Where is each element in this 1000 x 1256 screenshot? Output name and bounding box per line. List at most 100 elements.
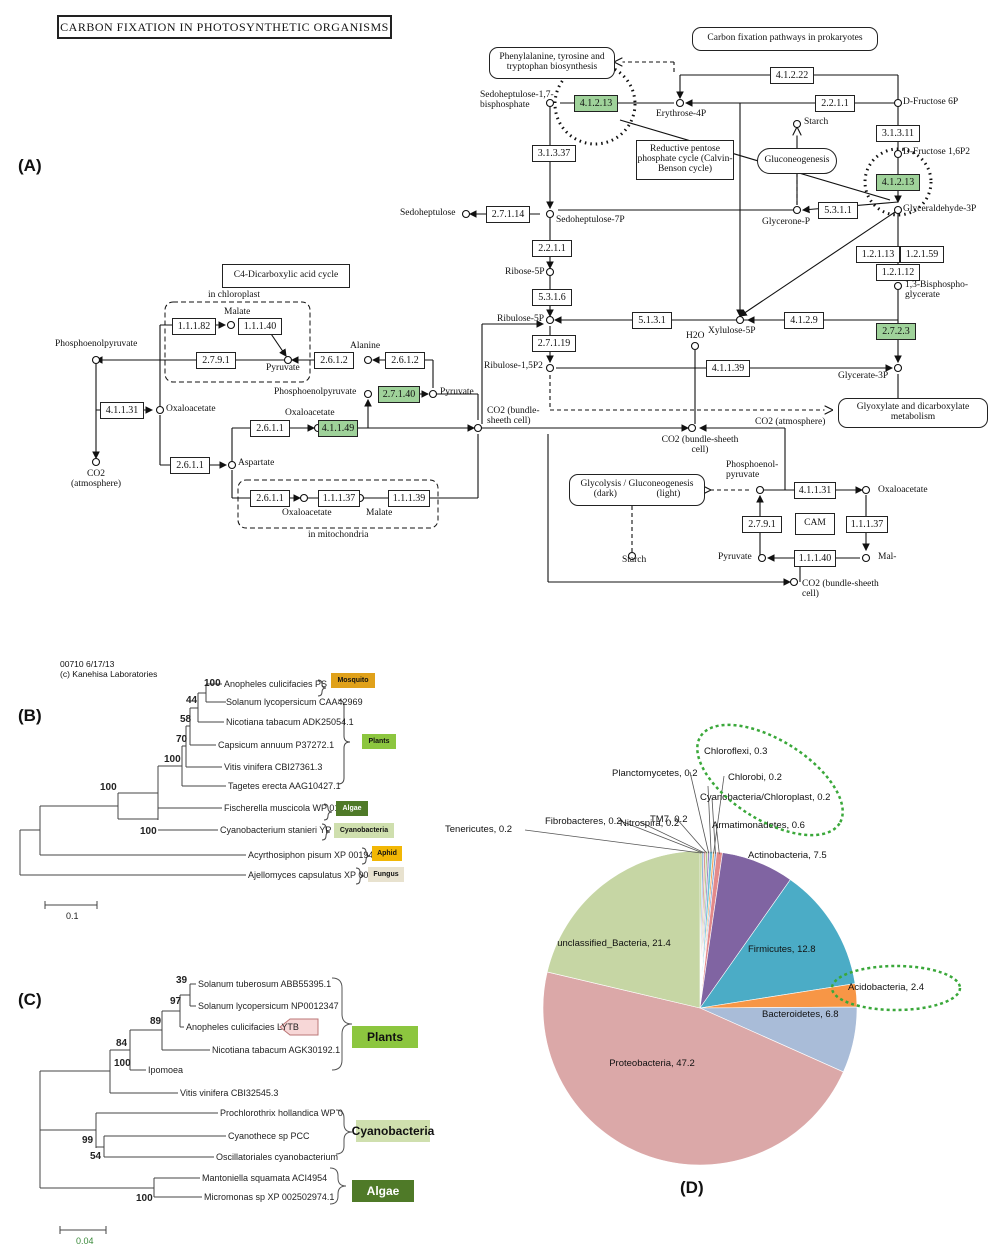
pie-label-tenericutes: Tenericutes, 0.2 [445,824,512,835]
enzyme-box: 2.7.9.1 [742,516,782,533]
taxon-label: Tagetes erecta AAG10427.1 [228,781,341,791]
taxon-label: Ipomoea [148,1065,183,1075]
taxon-label: Mantoniella squamata ACI4954 [202,1173,327,1183]
bootstrap-value: 84 [116,1038,128,1049]
leader-line [713,775,725,854]
enzyme-box: 5.3.1.1 [818,202,858,219]
taxon-label: Solanum lycopersicum CAA42969 [226,697,363,707]
compound-label: Aspartate [238,458,275,468]
pie-label-proteobacteria: Proteobacteria, 47.2 [609,1058,695,1069]
panel-label-a: (A) [18,156,42,175]
enzyme-box: 1.1.1.40 [794,550,836,567]
calvin-cycle-label: Reductive pentose phosphate cycle (Calvi… [636,140,734,180]
enzyme-box: 1.1.1.82 [172,318,216,335]
taxon-label: Capsicum annuum P37272.1 [218,740,334,750]
taxon-label: Fischerella muscicola WP 01686 [224,803,354,813]
enzyme-box: 4.1.2.9 [784,312,824,329]
leader-line [675,817,708,854]
pie-label-nitrospira: Nitrospira, 0.2 [620,818,679,829]
pie-label-cyanobacteria-chloroplast: Cyanobacteria/Chloroplast, 0.2 [700,792,830,803]
pie-slice-planctomycetes [699,850,711,1009]
compound-label: Pyruvate [440,387,474,397]
group-tag-fungus: Fungus [368,867,404,882]
compound-label: CO2 (atmosphere) [755,417,826,427]
enzyme-box: 1.2.1.59 [900,246,944,263]
pie-label-fibrobacteres: Fibrobacteres, 0.2 [545,816,622,827]
panel-label-d: (D) [680,1178,704,1197]
enzyme-box: 3.1.3.11 [876,125,920,142]
credit-line2: (c) Kanehisa Laboratories [60,668,158,679]
compound-label: H2O [686,331,705,341]
compound-label: Oxaloacetate [282,508,332,518]
compound-label: Glycerone-P [762,217,811,227]
compound-label: Phosphoenolpyruvate [55,339,138,349]
bootstrap-value: 100 [114,1058,131,1069]
compound-label: 1,3-Bisphospho-glycerate [905,280,969,300]
group-tag-algae: Algae [352,1180,414,1202]
compound-label: D-Fructose 1,6P2 [903,147,971,157]
leader-line [689,771,710,854]
pie-slice-cyanobacteria-chloroplast [699,851,718,1009]
pie-slice-actinobacteria [699,852,791,1009]
enzyme-box: 4.1.1.39 [706,360,750,377]
bootstrap-value: 89 [150,1016,162,1027]
taxon-label: Solanum tuberosum ABB55395.1 [198,979,331,989]
compound-label: Xylulose-5P [708,326,756,336]
bootstrap-value: 100 [164,754,181,765]
enzyme-box: 1.2.1.12 [876,264,920,281]
map-glyoxylate[interactable]: Glyoxylate and dicarboxylate metabolism [838,398,988,428]
taxon-label: Micromonas sp XP 002502974.1 [204,1192,334,1202]
map-glycolysis-sub: (dark)(light) [574,489,700,500]
pie-slice-unclassified-bacteria [546,850,701,1009]
bootstrap-value: 99 [82,1135,94,1146]
compound-label: Malate [366,508,393,518]
compound-label: Mal- [878,552,897,562]
bootstrap-value: 54 [90,1151,102,1162]
compound-label: Oxaloacetate [285,408,335,418]
compound-label: Erythrose-4P [656,109,707,119]
taxon-label: Cyanobacterium stanieri YP 007 [220,825,349,835]
compound-label: Glycerate-3P [838,371,889,381]
dark-label: (dark) [593,489,617,499]
compound-label: Ribulose-5P [497,314,544,324]
kegg-credit: 00710 6/17/13 (c) Kanehisa Laboratories [60,659,158,680]
taxon-label: Cyanothece sp PCC [228,1131,310,1141]
enzyme-box: 2.6.1.2 [314,352,354,369]
group-tag-plants: Plants [352,1026,418,1048]
compound-label: Glyceraldehyde-3P [903,204,977,214]
panel-label-b: (B) [18,706,42,725]
pie-slice-tenericutes [699,850,703,1009]
leader-line [617,819,704,854]
pathway-title: CARBON FIXATION IN PHOTOSYNTHETIC ORGANI… [57,15,392,39]
compound-label: Sedoheptulose [400,208,456,218]
map-gluconeogenesis[interactable]: Gluconeogenesis [757,148,837,174]
compound-label: CO2 (bundle-sheeth cell) [487,406,540,426]
compound-label: Alanine [350,341,381,351]
pie-slice-acidobacteria [699,983,858,1009]
compound-label: Starch [622,555,647,565]
compound-label: Phosphoenol-pyruvate [726,460,779,480]
credit-line1: 00710 6/17/13 [60,659,115,669]
group-tag-mosquito: Mosquito [331,673,375,688]
pie-slice-proteobacteria [542,971,844,1166]
compound-label: Pyruvate [266,363,300,373]
panel-label-c: (C) [18,990,42,1009]
pie-slice-nitrospira [699,850,707,1009]
map-aromatic-amino-acids[interactable]: Phenylalanine, tyrosine and tryptophan b… [489,47,615,79]
taxon-label: Acyrthosiphon pisum XP 0019431 [248,850,383,860]
map-prokaryotes[interactable]: Carbon fixation pathways in prokaryotes [692,27,878,51]
bootstrap-value: 100 [100,782,117,793]
bootstrap-value: 70 [176,734,188,745]
enzyme-box: 1.1.1.39 [388,490,430,507]
enzyme-box: 2.6.1.1 [250,490,290,507]
leader-line [711,797,716,854]
compound-label: Oxaloacetate [166,404,216,414]
compound-label: in mitochondria [308,530,369,540]
enzyme-box: 3.1.3.37 [532,145,576,162]
enzyme-box: 4.1.1.31 [794,482,836,499]
compound-label: Pyruvate [718,552,752,562]
enzyme-box: 2.6.1.1 [170,457,210,474]
compound-label: CO2 (atmosphere) [70,469,122,489]
leader-line [715,823,720,855]
map-glycolysis[interactable]: Glycolysis / Gluconeogenesis (dark)(ligh… [569,474,705,506]
